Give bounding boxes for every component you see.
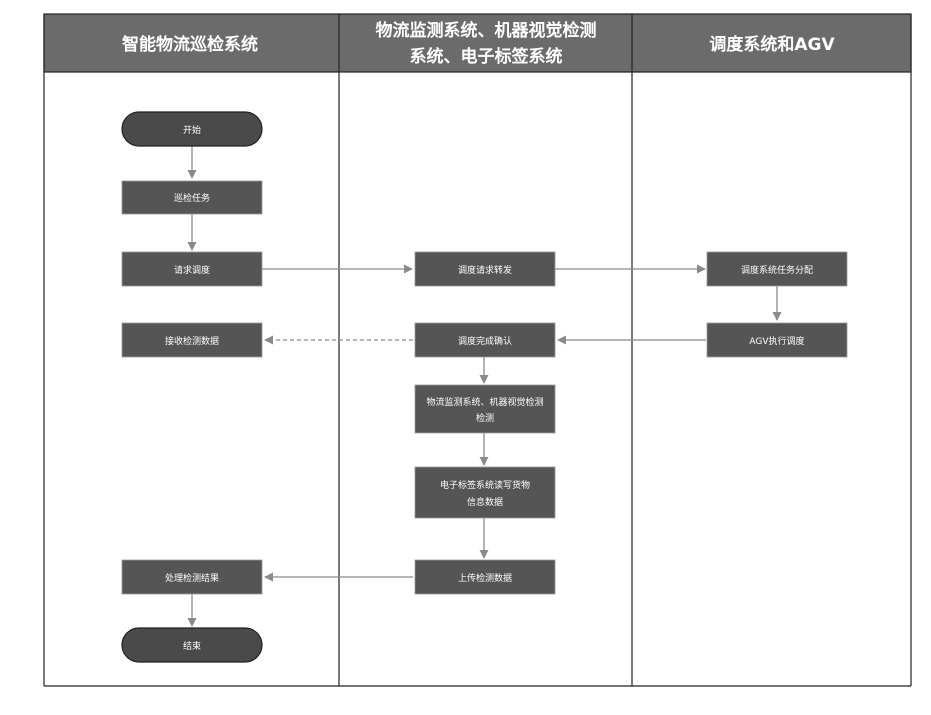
receive-label: 接收检测数据 [165, 335, 219, 347]
request-label: 请求调度 [174, 264, 210, 276]
agv-label: AGV执行调度 [749, 335, 804, 347]
lane-2-title-line-2: 系统、电子标签系统 [410, 46, 563, 67]
lane-2-title-line-1: 物流监测系统、机器视觉检测 [376, 20, 597, 41]
end-label: 结束 [183, 640, 201, 652]
detect-label-line-2: 检测 [476, 412, 494, 424]
detect-label-line-1: 物流监测系统、机器视觉检测 [426, 396, 543, 408]
result-label: 处理检测结果 [165, 572, 219, 584]
tag-label-line-1: 电子标签系统读写货物 [440, 479, 530, 491]
confirm-label: 调度完成确认 [458, 335, 512, 347]
start-label: 开始 [183, 124, 201, 136]
dispatch-label: 调度系统任务分配 [741, 264, 813, 276]
detect-node [415, 385, 555, 433]
tag-label-line-2: 信息数据 [467, 496, 503, 508]
tag-node [415, 467, 555, 518]
lane-3-title: 调度系统和AGV [709, 34, 835, 55]
upload-label: 上传检测数据 [458, 572, 512, 584]
task-label: 巡检任务 [174, 192, 210, 204]
lane-1-title: 智能物流巡检系统 [122, 34, 258, 55]
relay-label: 调度请求转发 [458, 264, 512, 276]
